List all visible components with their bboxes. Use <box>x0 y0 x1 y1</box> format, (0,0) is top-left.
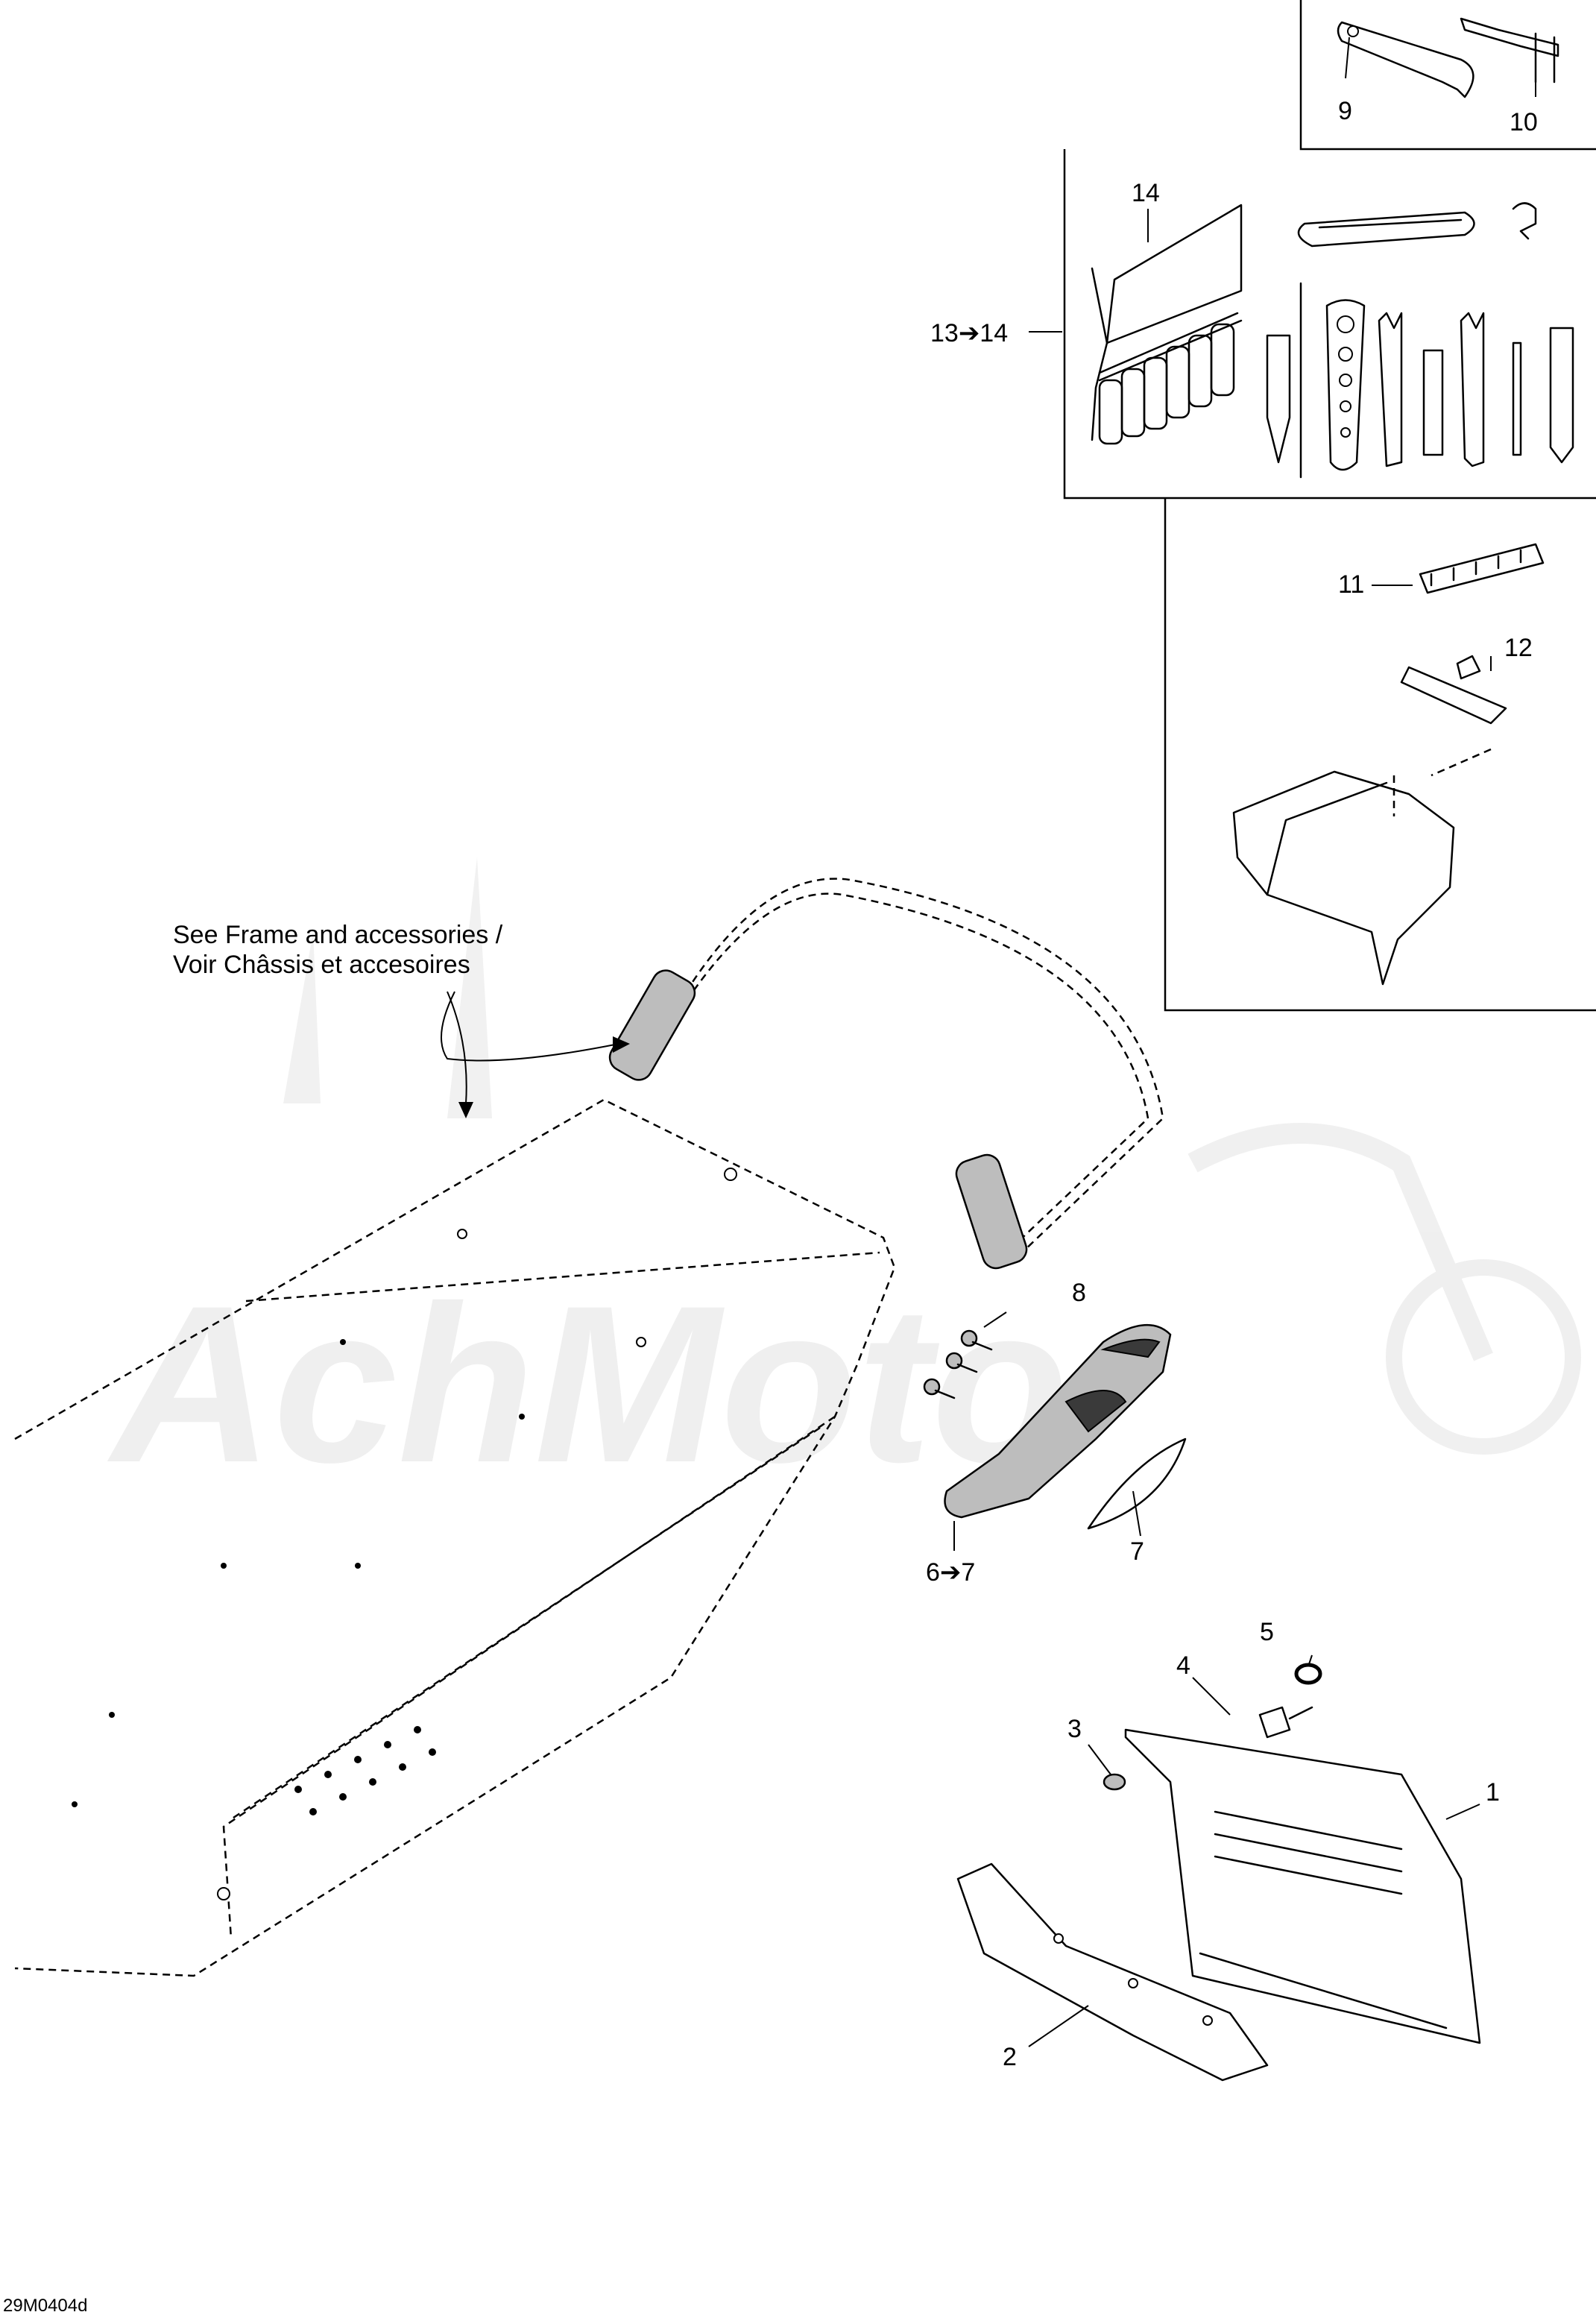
callout-5: 5 <box>1260 1618 1274 1646</box>
part-6-step-cover <box>944 1323 1172 1519</box>
part-9-spanner-wrench <box>1337 21 1474 98</box>
part-14-tool-kit <box>1091 202 1574 479</box>
callout-10: 10 <box>1510 108 1538 136</box>
part-10-bracket-tool <box>1460 17 1559 84</box>
callout-14: 14 <box>1132 179 1160 207</box>
leader-lines <box>953 37 1536 2047</box>
watermark-text: AchMoto <box>105 1259 1068 1509</box>
part-5-ring <box>1294 1663 1322 1685</box>
callout-3: 3 <box>1067 1715 1082 1743</box>
part-3-washer <box>1103 1773 1126 1791</box>
part-1-snow-flap <box>1124 1728 1481 2044</box>
callout-13-14: 13➔14 <box>930 319 1008 347</box>
note-line-1: See Frame and accessories / <box>173 921 503 949</box>
part-4-rivet <box>1258 1706 1313 1739</box>
part-8-screws <box>923 1329 993 1399</box>
cross-reference-note: See Frame and accessories / Voir Châssis… <box>173 921 630 1118</box>
callout-4: 4 <box>1176 1651 1190 1680</box>
callout-1: 1 <box>1486 1778 1500 1807</box>
callout-2: 2 <box>1003 2043 1017 2071</box>
footrest-inset <box>1232 748 1492 986</box>
part-7-reflector <box>1087 1437 1187 1530</box>
callout-7: 7 <box>1130 1537 1144 1566</box>
callouts: 1 2 3 4 5 6➔7 7 8 9 10 11 12 13➔14 14 <box>926 97 1538 2071</box>
tunnel-holes <box>72 1339 525 1815</box>
callout-6-7: 6➔7 <box>926 1558 975 1587</box>
callout-11: 11 <box>1338 570 1364 599</box>
part-11-clip <box>1419 543 1545 594</box>
callout-9: 9 <box>1338 97 1352 125</box>
diagram-code: 29M0404d <box>3 2296 87 2316</box>
callout-8: 8 <box>1072 1279 1086 1307</box>
bag-pockets <box>1098 323 1235 445</box>
note-line-2: Voir Châssis et accesoires <box>173 951 470 979</box>
callout-12: 12 <box>1504 634 1533 662</box>
inset-frames <box>1063 0 1596 1012</box>
part-2-rear-plate <box>956 1862 1269 2082</box>
grab-handle <box>608 878 1164 1270</box>
part-12-bracket <box>1400 655 1507 725</box>
frame-tunnel <box>14 1098 896 1977</box>
